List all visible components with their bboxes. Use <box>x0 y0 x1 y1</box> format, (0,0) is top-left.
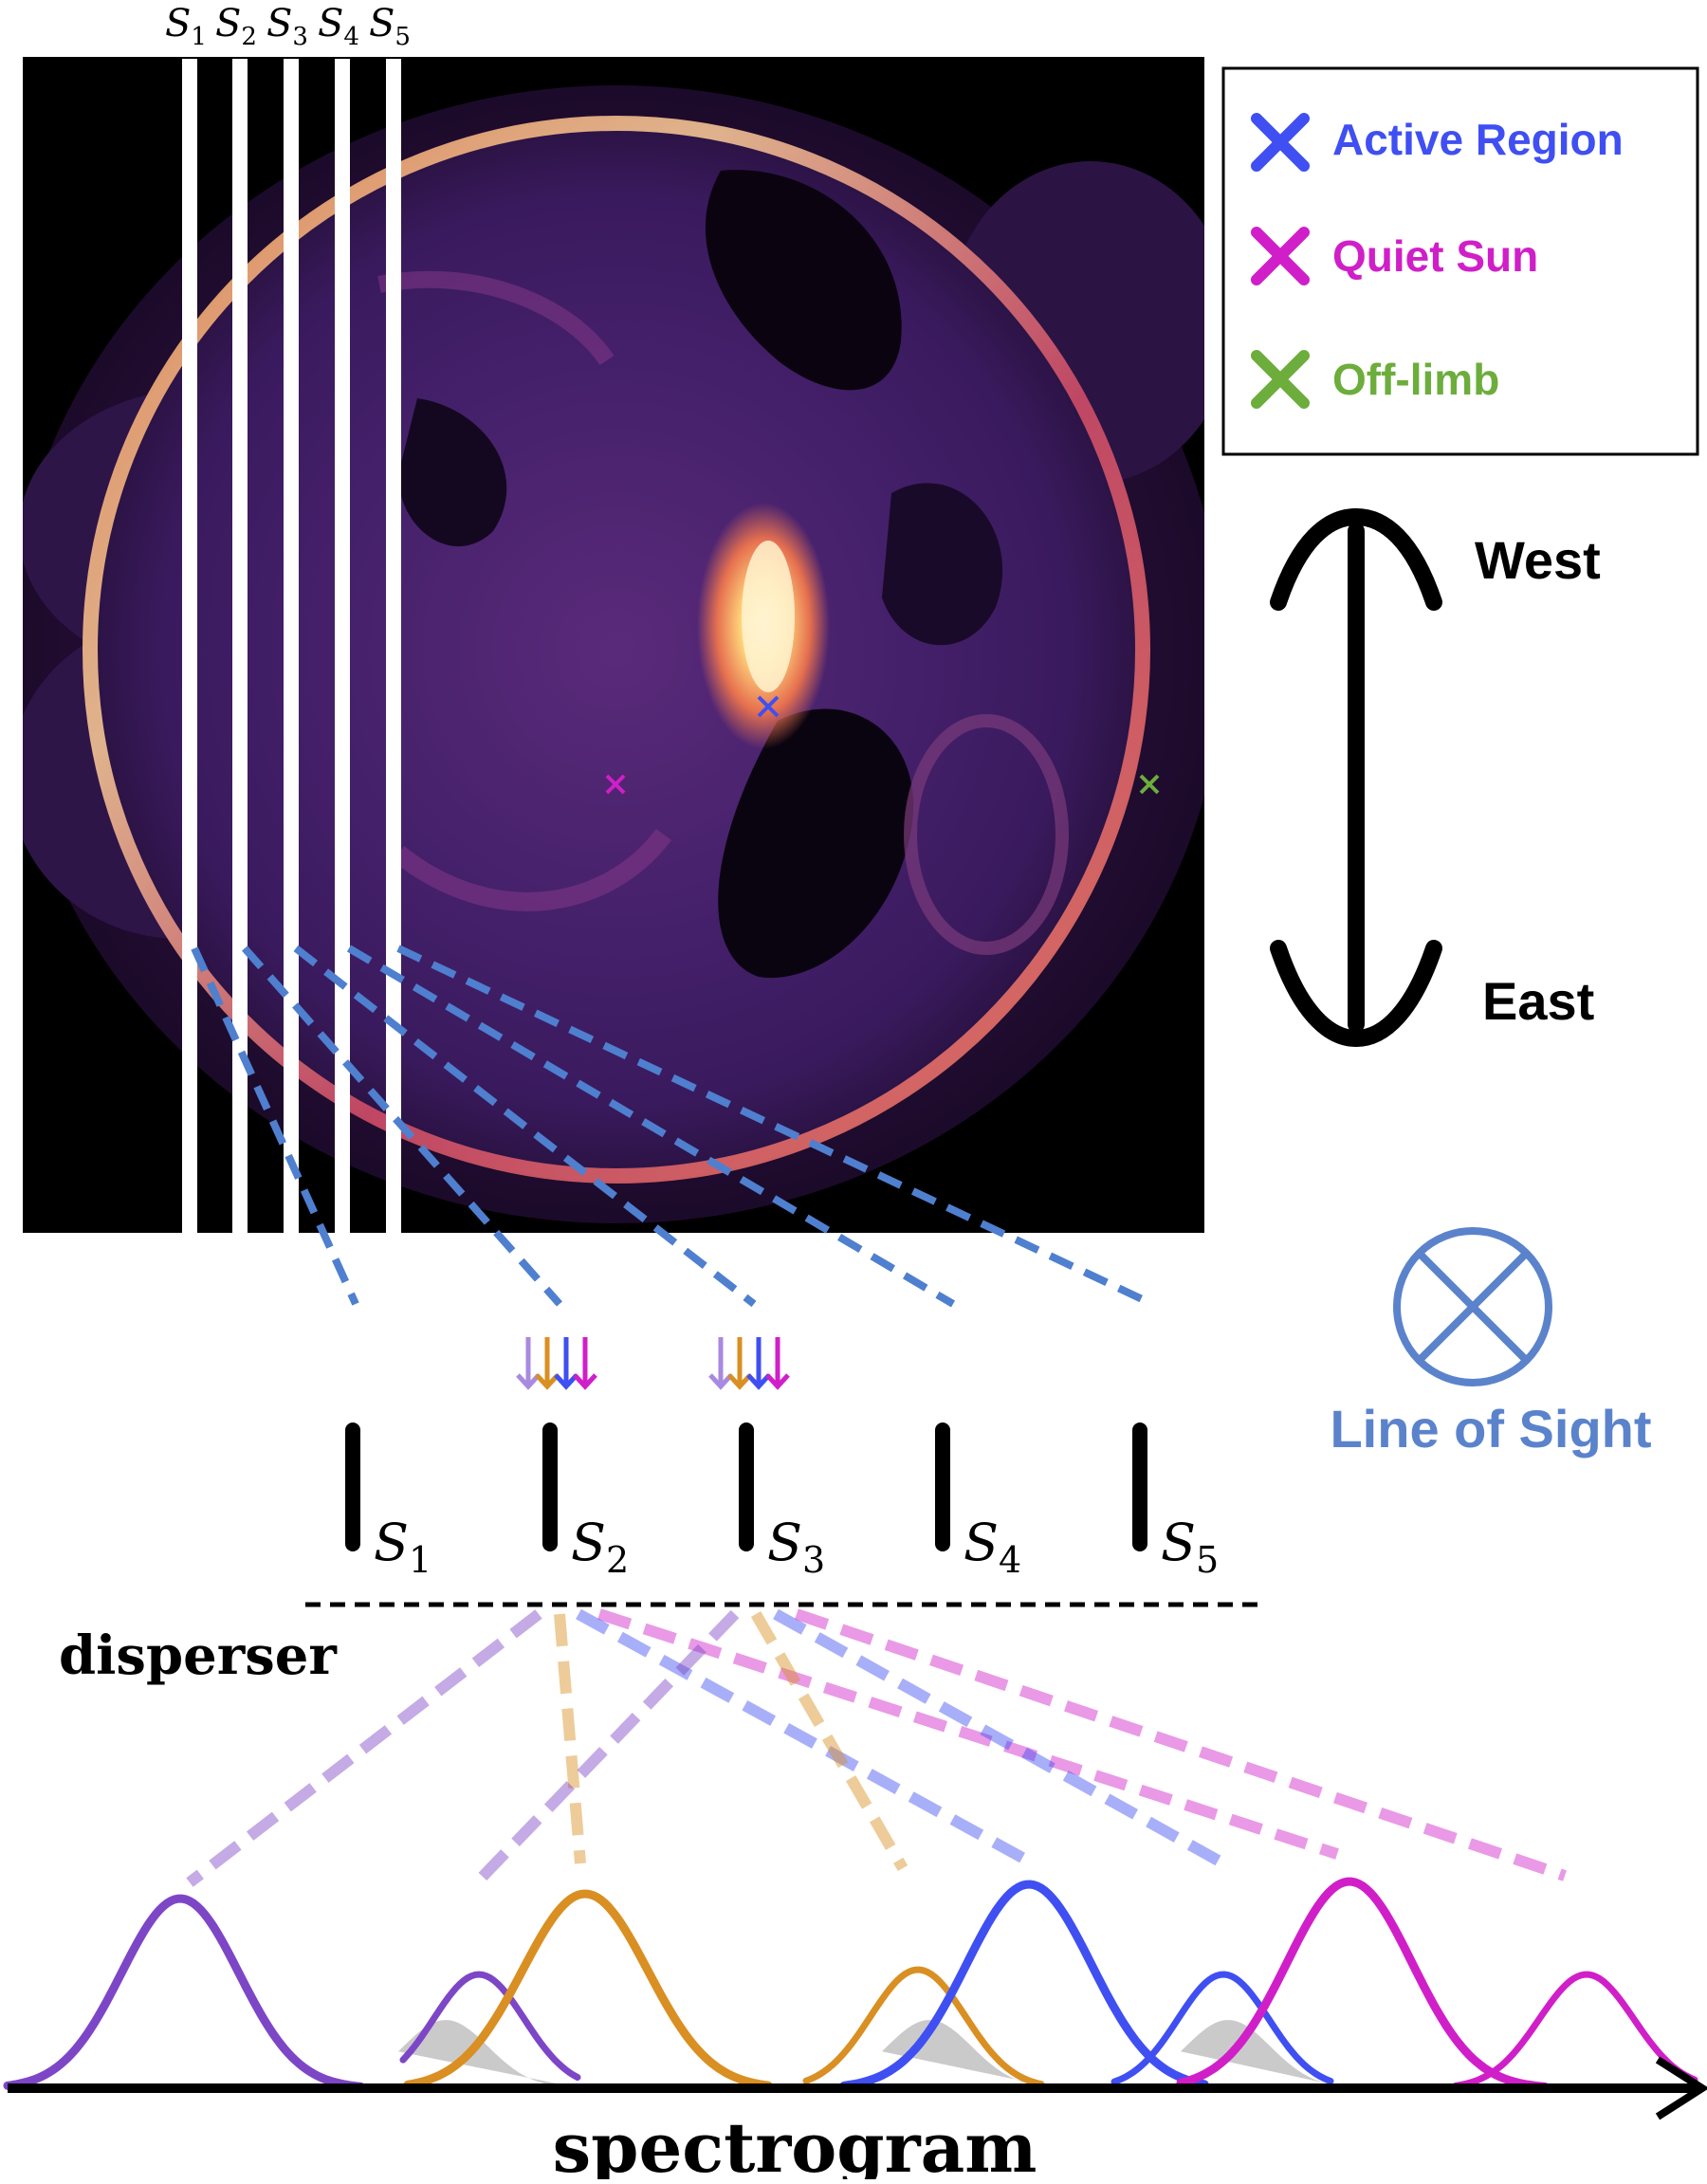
line-of-sight-cross-icon <box>1417 1251 1529 1363</box>
slit-bar-label-2: S2 <box>571 1513 629 1581</box>
slit-line-5 <box>386 59 401 1233</box>
active-region-marker <box>757 695 780 718</box>
off-limb-x-icon <box>1251 350 1310 409</box>
line-of-sight-label: Line of Sight <box>1330 1399 1651 1459</box>
dispersed-beam-2 <box>554 1613 586 1864</box>
spectral-profiles <box>3 1877 1698 2091</box>
direction-label-west: West <box>1475 530 1601 590</box>
disperser-label: disperser <box>59 1624 338 1687</box>
line-of-sight-symbol: Line of Sight <box>1330 1227 1652 1459</box>
spectrogram-label: spectrogram <box>553 2107 1037 2179</box>
ray-arrow-icon <box>573 1337 597 1390</box>
spectral-line-7 <box>1176 1877 1550 2091</box>
solar-disk <box>85 119 1147 1181</box>
slit-line-1 <box>182 59 197 1233</box>
dispersed-beam-3 <box>576 1608 1027 1864</box>
ray-arrow-icon <box>765 1337 790 1390</box>
filament-structure <box>392 828 671 911</box>
slit-top-label-2: S2 <box>215 2 257 51</box>
spectral-line-3 <box>403 1889 773 2090</box>
slit-top-label-1: S1 <box>165 2 207 51</box>
dark-region-north <box>705 170 902 391</box>
dispersed-beam-7 <box>773 1608 1226 1869</box>
ray-arrow-icon <box>708 1337 733 1390</box>
dispersed-beam-4 <box>597 1608 1339 1860</box>
ray-arrow-icon <box>746 1337 771 1390</box>
bright-limb-ring <box>83 116 1150 1184</box>
solar-image-panel <box>23 57 1204 1233</box>
dispersed-beam-6 <box>750 1610 909 1872</box>
overlap-shade-1 <box>398 2020 577 2088</box>
legend-box: Active Region Quiet Sun Off-limb <box>1221 66 1699 456</box>
slit-bar-label-3: S3 <box>767 1513 825 1581</box>
off-limb-marker <box>1139 774 1160 795</box>
spectral-line-4 <box>802 1966 1045 2088</box>
coronal-loop <box>904 714 1069 955</box>
legend-label-active-region: Active Region <box>1332 115 1624 164</box>
sightline-2 <box>242 945 562 1307</box>
slit-line-3 <box>284 59 299 1233</box>
arrowhead-down-icon <box>1270 940 1442 1048</box>
legend-item-active-region: Active Region <box>1251 113 1624 172</box>
dispersed-beams <box>186 1608 1567 1887</box>
spectral-line-5 <box>839 1880 1209 2090</box>
ray-arrow-icon <box>727 1337 752 1390</box>
spectral-line-2 <box>399 1971 581 2081</box>
legend-item-quiet-sun: Quiet Sun <box>1251 227 1538 285</box>
orientation-arrow: West East <box>1270 507 1601 1048</box>
slit-line-2 <box>232 59 248 1233</box>
slit-bar-label-1: S1 <box>374 1513 431 1581</box>
sightline-projections <box>191 945 1154 1308</box>
spectral-line-6 <box>1110 1971 1334 2085</box>
slit-array: S1 S2 S3 S4 S5 <box>345 1422 1219 1581</box>
quiet-sun-x-icon <box>1251 227 1310 285</box>
line-of-sight-circle-icon <box>1393 1227 1552 1386</box>
slit-top-label-3: S3 <box>266 2 308 51</box>
slit-bar-label-4: S4 <box>964 1513 1021 1581</box>
filament-structure <box>377 270 615 366</box>
dispersed-beam-8 <box>795 1608 1567 1881</box>
dark-region-center <box>398 398 507 547</box>
spectrogram-axis <box>8 2056 1707 2120</box>
dispersed-beam-5 <box>472 1609 740 1887</box>
slit-line-4 <box>335 59 350 1233</box>
active-region-bright-center <box>742 541 795 692</box>
legend-label-quiet-sun: Quiet Sun <box>1332 231 1538 281</box>
sightline-1 <box>191 946 359 1306</box>
slit-top-label-5: S5 <box>369 2 411 51</box>
spectral-line-1 <box>3 1894 365 2091</box>
active-region-x-icon <box>1251 113 1310 172</box>
ray-arrow-icon <box>516 1337 541 1390</box>
dark-region-south <box>718 708 914 979</box>
ray-arrow-icon <box>535 1337 560 1390</box>
slit-lines <box>182 59 401 1233</box>
arrowhead-up-icon <box>1270 507 1442 611</box>
legend-item-off-limb: Off-limb <box>1251 350 1499 409</box>
dark-region-east <box>882 483 1003 646</box>
slit-bar-label-5: S5 <box>1161 1513 1219 1581</box>
incoming-ray-arrows <box>516 1337 790 1390</box>
dispersed-beam-1 <box>186 1609 542 1887</box>
sightline-3 <box>293 945 757 1308</box>
quiet-sun-marker <box>605 774 626 795</box>
legend-label-off-limb: Off-limb <box>1332 355 1499 404</box>
sightline-5 <box>396 945 1154 1308</box>
direction-label-east: East <box>1482 971 1594 1031</box>
axis-arrowhead-icon <box>1655 2056 1707 2120</box>
slit-top-label-4: S4 <box>318 2 359 51</box>
ray-arrow-icon <box>554 1337 578 1390</box>
sightline-4 <box>346 945 956 1308</box>
legend-frame <box>1221 66 1699 456</box>
spectral-line-8 <box>1452 1971 1698 2089</box>
overlap-shade-3 <box>1181 2020 1325 2083</box>
